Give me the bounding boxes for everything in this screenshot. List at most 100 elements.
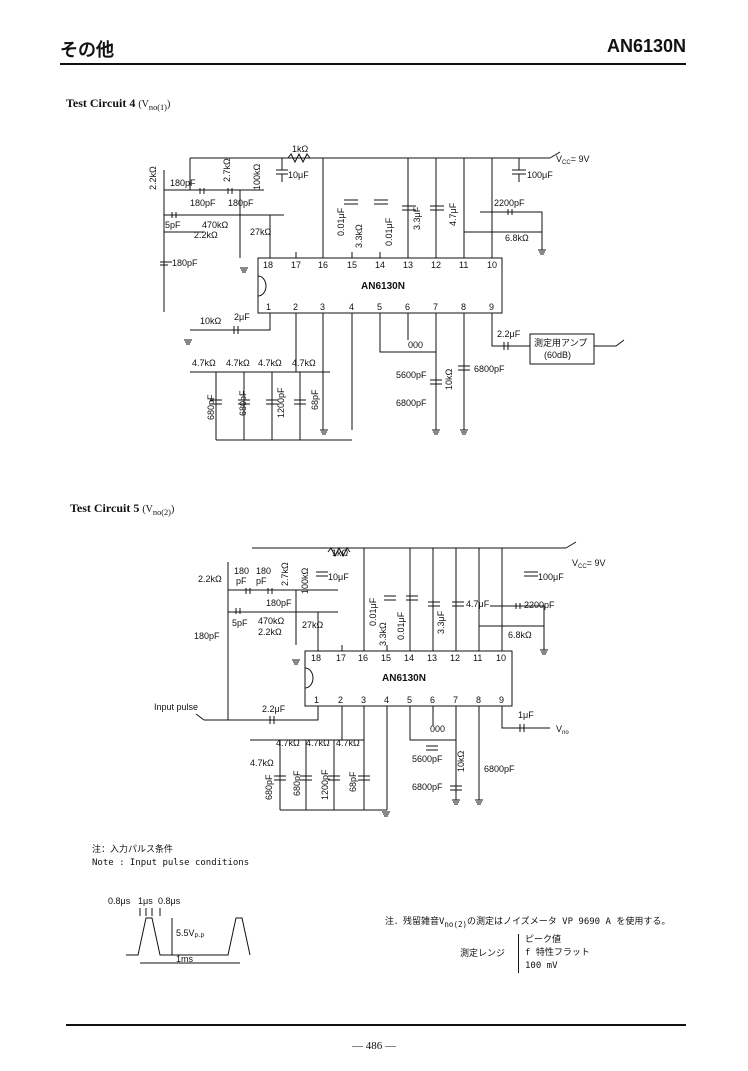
c5-c-5p: 5pF	[232, 618, 248, 628]
c5-pin-bot-0: 1	[314, 695, 319, 705]
circuit4-pins-top: 18 17 16 15 14 13 12 11 10	[263, 260, 497, 270]
c4-c-001: 0.01μF	[336, 207, 346, 236]
header-left-title: その他	[60, 40, 114, 61]
pulse-t3: 0.8μs	[158, 896, 181, 906]
c4-r-33k: 3.3kΩ	[354, 224, 364, 248]
range-label: 測定レンジ	[460, 949, 506, 959]
c4-r-470k: 470kΩ	[202, 220, 229, 230]
circuit5-vcc-v: V	[572, 558, 578, 568]
circuit5-ic-body	[304, 650, 513, 707]
pulse-amp-sub: P-P	[195, 934, 205, 940]
circuit4-component-labels: 1kΩ 10μF 100μF 2.2kΩ 2.7kΩ 100kΩ 180pF 1…	[148, 144, 587, 420]
c5-c-180-b: 180	[256, 566, 271, 576]
c5-pin-bot-2: 3	[361, 695, 366, 705]
circuit4-vcc-val: = 9V	[571, 154, 590, 164]
circuit4-vcc: VCC= 9V	[556, 154, 589, 166]
c4-c-10u: 10μF	[288, 170, 309, 180]
c5-input-pulse: Input pulse	[154, 702, 198, 712]
c5-pin-bot-1: 2	[338, 695, 343, 705]
c4-r-47k-4: 4.7kΩ	[292, 358, 316, 368]
c5-r-27k: 27kΩ	[302, 620, 324, 630]
note-en: Note : Input pulse conditions	[92, 858, 250, 868]
pulse-period: 1ms	[176, 954, 194, 964]
c5-r-47k-2: 4.7kΩ	[306, 738, 330, 748]
circuit4-title: Test Circuit 4 (Vno(1))	[66, 96, 170, 112]
c4-pin-bot-1: 2	[293, 302, 298, 312]
circuit4-ic-body	[257, 257, 503, 314]
c4-c-100u: 100μF	[527, 170, 553, 180]
c5-r-22k-b: 2.2kΩ	[258, 627, 282, 637]
pulse-amp-val: 5.5V	[176, 928, 195, 938]
c5-pin-top-8: 10	[496, 653, 506, 663]
c4-c-2u: 2μF	[234, 312, 250, 322]
c4-pin-bot-0: 1	[266, 302, 271, 312]
c5-c-180-a: 180	[234, 566, 249, 576]
c5-pin-top-5: 13	[427, 653, 437, 663]
c5-pin-top-4: 14	[404, 653, 414, 663]
c4-pin-top-7: 11	[459, 260, 468, 270]
c4-pin-top-4: 14	[375, 260, 385, 270]
circuit5-title: Test Circuit 5 (Vno(2))	[70, 501, 174, 517]
range-2: f 特性フラット	[525, 948, 590, 958]
pulse-t1: 0.8μs	[108, 896, 131, 906]
circuit5-chip-label: AN6130N	[382, 673, 426, 684]
c5-pin-bot-7: 8	[476, 695, 481, 705]
c4-c-68: 68pF	[310, 389, 320, 410]
circuit5-cond: (V	[142, 504, 153, 515]
c4-r-68k: 6.8kΩ	[505, 233, 529, 243]
c5-c-680-1: 680pF	[264, 774, 274, 800]
c4-r-47k-1: 4.7kΩ	[192, 358, 216, 368]
c4-c-2200: 2200pF	[494, 198, 525, 208]
c4-pin-bot-5: 6	[405, 302, 410, 312]
c5-c-1u: 1μF	[518, 710, 534, 720]
c4-pin-top-8: 10	[487, 260, 497, 270]
c5-pin-top-7: 11	[473, 653, 482, 663]
c4-r-22k-b: 2.2kΩ	[194, 230, 218, 240]
c5-c-180-c: 180pF	[266, 598, 292, 608]
c5-c-180-d: 180pF	[194, 631, 220, 641]
c5-r-68k: 6.8kΩ	[508, 630, 532, 640]
c5-pin-top-0: 18	[311, 653, 321, 663]
c5-r-100k: 100kΩ	[300, 567, 310, 594]
c5-c-68: 68pF	[348, 771, 358, 792]
range-3: 100 mV	[525, 961, 558, 971]
c5-r-47k-1: 4.7kΩ	[276, 738, 300, 748]
c5-r-10k: 10kΩ	[456, 750, 466, 772]
c4-r-27k-top: 2.7kΩ	[222, 158, 232, 182]
c4-pin-top-6: 12	[431, 260, 441, 270]
c5-c-22u: 2.2μF	[262, 704, 286, 714]
c4-c-001b: 0.01μF	[384, 217, 394, 246]
c4-pin-bot-4: 5	[377, 302, 382, 312]
c4-c-1200: 1200pF	[276, 387, 286, 418]
c5-pin-top-6: 12	[450, 653, 460, 663]
c4-r-22k: 2.2kΩ	[148, 166, 158, 190]
range-list: ピーク値 f 特性フラット 100 mV	[518, 934, 590, 973]
c5-r-22k: 2.2kΩ	[198, 574, 222, 584]
pulse-amp: 5.5VP-P	[176, 928, 205, 940]
pulse-waveform	[126, 917, 251, 956]
circuit4-pins-bottom: 1 2 3 4 5 6 7 8 9	[266, 302, 494, 312]
c4-pin-bot-8: 9	[489, 302, 494, 312]
c5-c-001b: 0.01μF	[396, 611, 406, 640]
circuit4-chip-label: AN6130N	[361, 281, 405, 292]
c5-r-27k-top: 2.7kΩ	[280, 562, 290, 586]
c5-pin-bot-4: 5	[407, 695, 412, 705]
c4-r-47k-2: 4.7kΩ	[226, 358, 250, 368]
c5-c-180-b2: pF	[256, 576, 267, 586]
circuit4-vcc-sub: CC	[562, 160, 571, 166]
c4-r-10k-b: 10kΩ	[444, 368, 454, 390]
c4-c-33u: 3.3μF	[412, 206, 422, 230]
header-part-number: AN6130N	[606, 36, 686, 56]
c5-r-47k-3: 4.7kΩ	[336, 738, 360, 748]
c4-inductor: 000	[408, 340, 423, 350]
c5-vno-v: V	[556, 724, 562, 734]
c4-r-1k: 1kΩ	[292, 144, 309, 154]
c5-pin-top-3: 15	[381, 653, 391, 663]
c4-amp-gain: (60dB)	[544, 350, 571, 360]
c4-pin-top-3: 15	[347, 260, 357, 270]
c5-c-2200: 2200pF	[524, 600, 555, 610]
c4-pin-bot-3: 4	[349, 302, 354, 312]
c5-r-33k: 3.3kΩ	[378, 622, 388, 646]
c5-vno-sub: no	[562, 730, 569, 736]
